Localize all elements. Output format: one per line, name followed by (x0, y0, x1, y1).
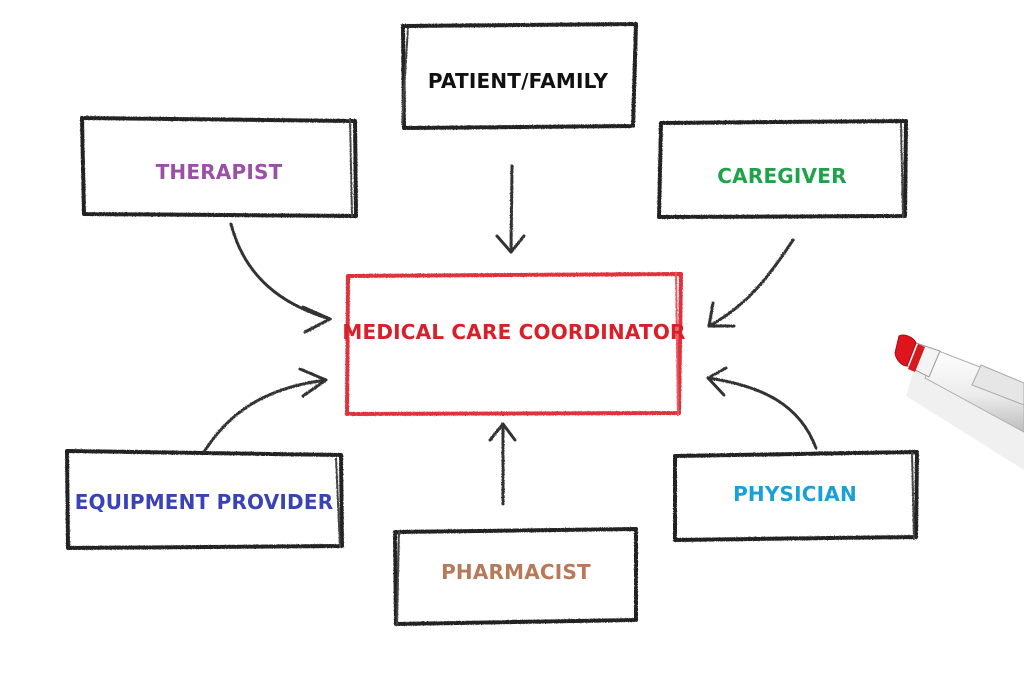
node-label-equipment-provider: EQUIPMENT PROVIDER (74, 490, 334, 514)
red-marker-icon (894, 334, 1024, 470)
arrow-caregiver-to-center (707, 238, 795, 328)
box-physician-border (673, 450, 919, 542)
box-center-border (345, 272, 683, 416)
arrow-patient-to-center (495, 164, 526, 254)
box-therapist-border (80, 116, 358, 218)
node-label-patient-family: PATIENT/FAMILY (427, 69, 609, 93)
box-pharmacist (393, 527, 638, 627)
node-label-physician: PHYSICIAN (733, 482, 857, 506)
box-caregiver (657, 119, 908, 219)
box-equipment-provider-border (65, 449, 344, 550)
arrow-physician-to-center (706, 366, 818, 450)
node-label-caregiver: CAREGIVER (717, 164, 847, 188)
arrow-equipment-to-center (202, 367, 328, 454)
arrow-therapist-to-center (229, 222, 332, 334)
box-patient-family (401, 22, 638, 130)
node-label-pharmacist: PHARMACIST (441, 560, 591, 584)
node-label-medical-care-coordinator: MEDICAL CARE COORDINATOR (342, 320, 686, 344)
box-medical-care-coordinator (345, 271, 683, 417)
box-equipment-provider (65, 449, 344, 550)
arrow-pharmacist-to-center (488, 422, 517, 506)
box-physician (673, 450, 919, 542)
node-label-therapist: THERAPIST (155, 160, 283, 184)
box-therapist (80, 116, 358, 218)
box-pharmacist-border (393, 527, 638, 626)
box-caregiver-border (657, 119, 908, 219)
